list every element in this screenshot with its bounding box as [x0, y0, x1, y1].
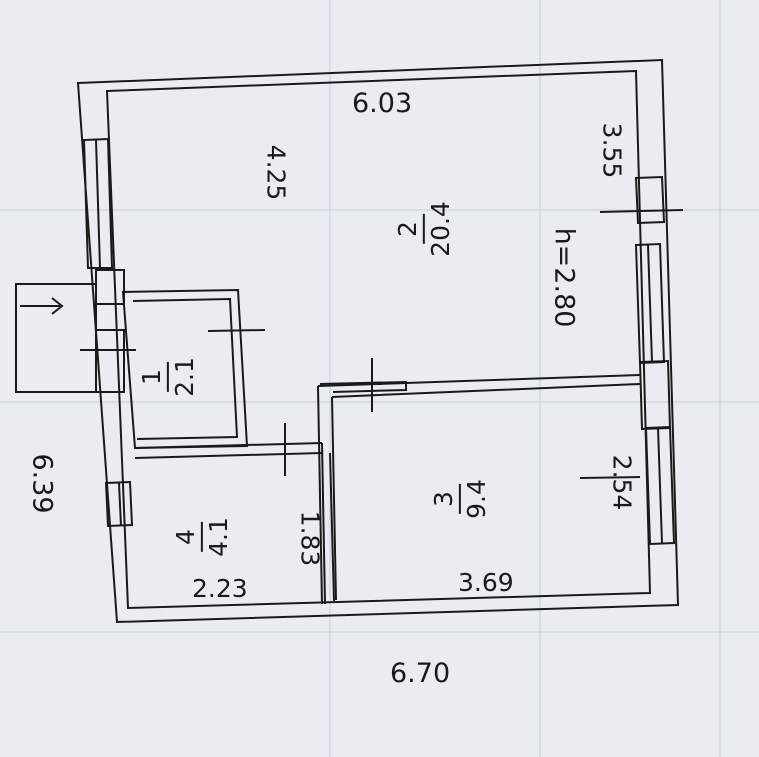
window-left-lower	[104, 480, 134, 528]
room-3-label: 3 9.4	[428, 479, 491, 519]
dimension-ticks	[80, 209, 684, 479]
entrance-door	[96, 329, 125, 393]
wall-segment-top-right	[319, 380, 407, 393]
outer-wall	[76, 58, 680, 624]
dim-room2-depth: 4.25	[261, 144, 291, 201]
dim-room3-width: 3.69	[458, 568, 514, 597]
dim-room3-right: 2.54	[607, 454, 637, 511]
dim-room2-right: 3.55	[597, 122, 627, 179]
dim-room2-width: 6.03	[352, 88, 413, 119]
dim-room4-width: 2.23	[192, 574, 248, 603]
room-2-area: 20.4	[425, 201, 455, 257]
window-left-upper	[82, 137, 114, 269]
room-4-area: 4.1	[203, 517, 233, 557]
dim-overall-width: 6.70	[390, 658, 451, 689]
entrance-opening	[95, 269, 125, 305]
room-3-number: 3	[428, 491, 458, 507]
wall-room-4	[134, 442, 323, 459]
wall-room-4-side	[321, 442, 335, 605]
wall-pier-right-2	[638, 359, 672, 431]
ceiling-height: h=2.80	[548, 227, 580, 328]
room-1-label: 1 2.1	[136, 357, 199, 397]
room-4-label: 4 4.1	[170, 517, 233, 557]
room-2-label: 2 20.4	[392, 201, 455, 257]
inner-wall	[105, 69, 652, 610]
wall-room-1-inner	[132, 297, 239, 440]
room-4-number: 4	[170, 529, 200, 545]
window-right-lower	[644, 425, 676, 546]
room-1-number: 1	[136, 369, 166, 385]
wall-room-3	[317, 374, 641, 605]
dim-room4-side: 1.83	[295, 510, 325, 567]
room-1-divider	[166, 362, 169, 393]
room-4-divider	[200, 522, 203, 553]
room-3-divider	[458, 484, 461, 515]
room-1-area: 2.1	[169, 357, 199, 397]
dim-overall-depth: 6.39	[26, 453, 58, 514]
room-3-area: 9.4	[461, 479, 491, 519]
room-2-number: 2	[392, 221, 422, 237]
room-2-divider	[422, 214, 425, 245]
wall-pier-right	[634, 175, 666, 225]
entry-arrow	[20, 297, 64, 315]
